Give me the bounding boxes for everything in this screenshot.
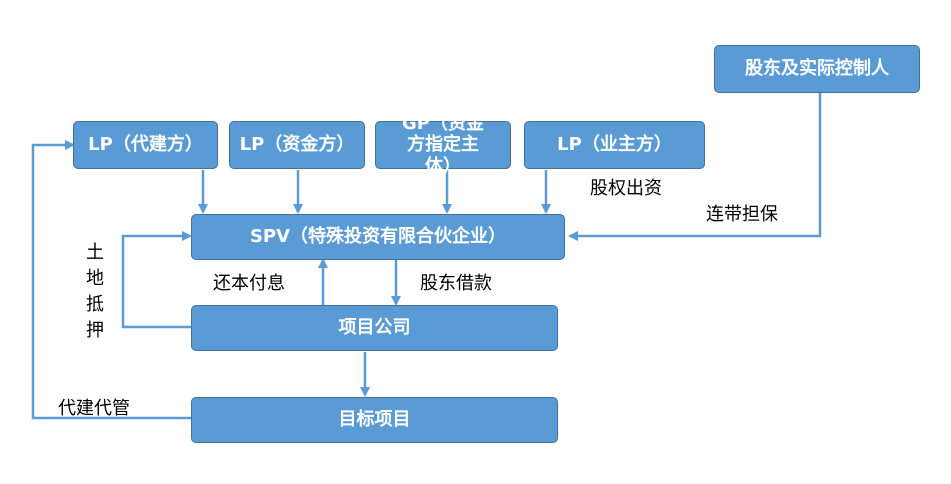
project-company-box: 项目公司 xyxy=(191,305,558,351)
repay-label: 还本付息 xyxy=(213,273,285,294)
shareholder-box: 股东及实际控制人 xyxy=(714,45,920,93)
agent-construction-label: 代建代管 xyxy=(58,398,130,419)
lp-builder-box: LP（代建方） xyxy=(73,121,218,169)
land-mortgage-label: 土地抵押 xyxy=(86,242,104,341)
arrow-agent-construction xyxy=(31,140,192,420)
equity-contribution-label: 股权出资 xyxy=(590,178,662,199)
spv-box: SPV（特殊投资有限合伙企业） xyxy=(191,214,565,260)
arrow-land-mortgage xyxy=(121,231,192,329)
shareholder-loan-label: 股东借款 xyxy=(420,273,492,294)
lp-owner-box: LP（业主方） xyxy=(524,121,705,169)
target-project-box: 目标项目 xyxy=(191,397,558,443)
lp-capital-box: LP（资金方） xyxy=(229,121,365,169)
gp-box: GP（资金方指定主体） xyxy=(375,113,511,177)
joint-guarantee-label: 连带担保 xyxy=(706,204,778,225)
arrow-shareholder-guarantee xyxy=(568,92,822,241)
